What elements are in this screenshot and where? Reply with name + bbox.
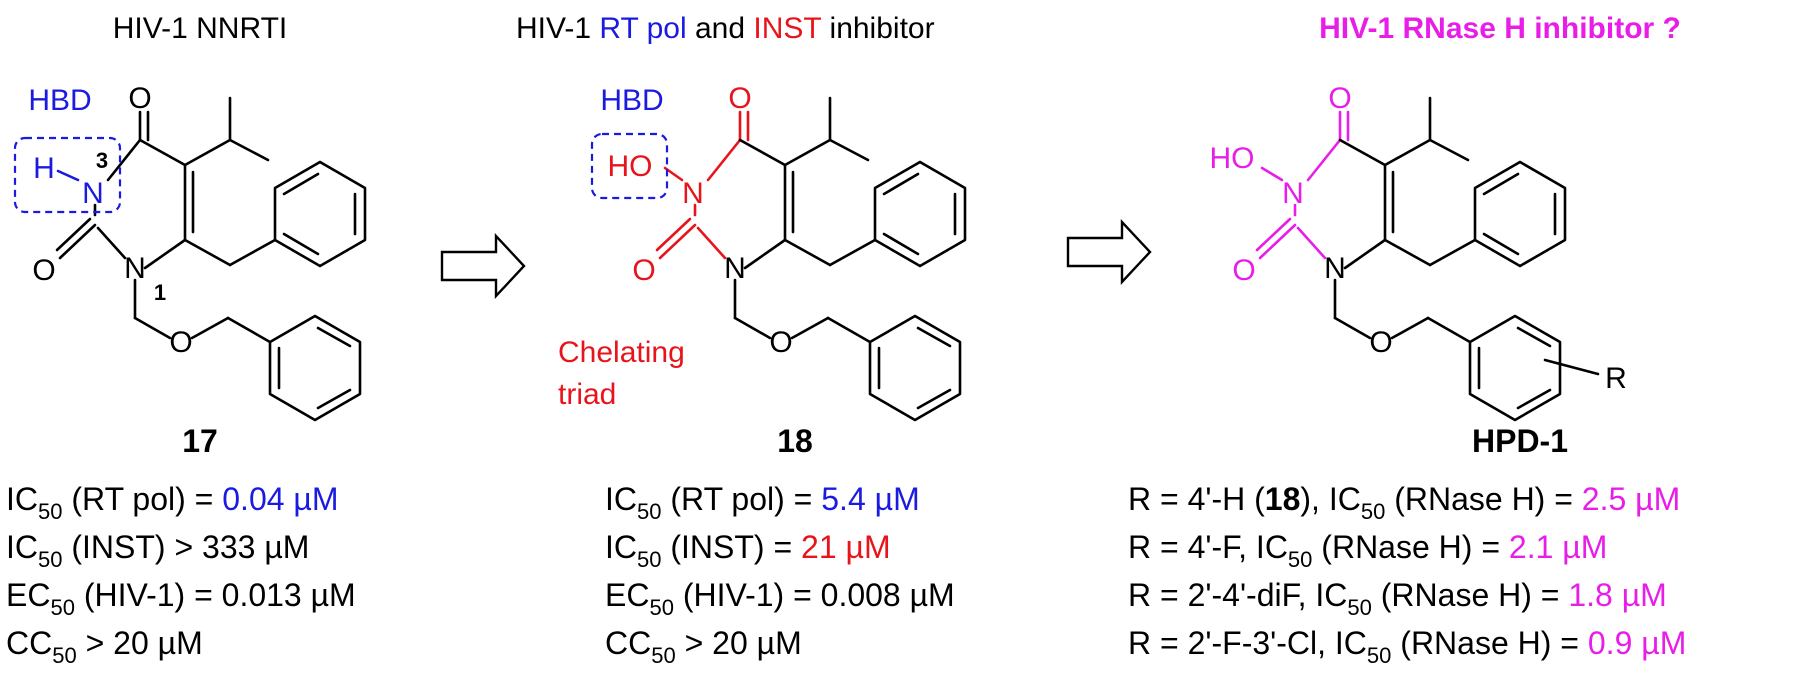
atom-o-ether: O	[769, 326, 792, 359]
benzyl-hpd1	[1383, 160, 1567, 268]
atom-n1: N	[724, 252, 746, 285]
compound-label-hpd1: HPD-1	[1472, 423, 1568, 459]
panel-title-rt-inst: HIV-1 RT pol and INST inhibitor	[516, 12, 935, 45]
arrow-right-icon	[1066, 218, 1152, 286]
atom-o-carbonyl-top: O	[728, 82, 751, 115]
benzyloxymethyl-18	[733, 278, 962, 422]
locant-1: 1	[154, 280, 166, 305]
atom-o-carbonyl-top: O	[128, 82, 151, 115]
atom-n1: N	[124, 252, 146, 285]
prop-hpd1-2f3cl: R = 2'-F-3'-Cl, IC50 (RNase H) = 0.9 µM	[1128, 625, 1686, 668]
hbd-label-18: HBD	[600, 84, 663, 117]
props-hpd1: R = 4'-H (18), IC50 (RNase H) = 2.5 µM R…	[1128, 481, 1686, 668]
prop-hpd1-4f: R = 4'-F, IC50 (RNase H) = 2.1 µM	[1128, 529, 1607, 572]
pyrimidine-ring-18	[655, 110, 795, 270]
hbd-label-17: HBD	[28, 84, 91, 117]
hbd-box-17	[13, 136, 122, 214]
atom-o-ether: O	[1369, 326, 1392, 359]
pyrimidine-ring-hpd1	[1255, 110, 1395, 270]
arrow-right-icon	[440, 232, 526, 300]
atom-o-ether: O	[169, 326, 192, 359]
atom-h: H	[33, 152, 55, 185]
atom-o-carbonyl-left: O	[32, 254, 55, 287]
prop-17-ic50-inst: IC50 (INST) > 333 µM	[6, 529, 309, 572]
benzyl-18	[783, 160, 967, 268]
panel-title-rnaseh: HIV-1 RNase H inhibitor ?	[1319, 12, 1681, 45]
atom-n3: N	[1282, 177, 1304, 210]
atom-ho: HO	[608, 150, 653, 183]
prop-17-cc50: CC50 > 20 µM	[6, 625, 203, 668]
compound-label-17: 17	[182, 423, 218, 459]
prop-hpd1-24dif: R = 2'-4'-diF, IC50 (RNase H) = 1.8 µM	[1128, 577, 1667, 620]
panel-17: HIV-1 NNRTI	[6, 12, 367, 668]
chelating-label: Chelating	[558, 336, 685, 369]
prop-18-ic50-inst: IC50 (INST) = 21 µM	[605, 529, 891, 572]
atom-r: R	[1605, 362, 1627, 395]
isopropyl-hpd1	[1383, 96, 1470, 167]
hbd-box-18	[590, 132, 669, 200]
panel-18: HIV-1 RT pol and INST inhibitor	[516, 12, 967, 668]
panel-title-nnrti: HIV-1 NNRTI	[113, 12, 287, 45]
atom-n3: N	[682, 177, 704, 210]
atom-o-carbonyl-left: O	[632, 254, 655, 287]
isopropyl-17	[183, 96, 270, 167]
compound-label-18: 18	[777, 423, 813, 459]
atom-o-carbonyl-top: O	[1328, 82, 1351, 115]
atom-n3: N	[82, 177, 104, 210]
prop-hpd1-4h: R = 4'-H (18), IC50 (RNase H) = 2.5 µM	[1128, 481, 1680, 524]
prop-18-cc50: CC50 > 20 µM	[605, 625, 802, 668]
prop-17-ec50: EC50 (HIV-1) = 0.013 µM	[6, 577, 356, 620]
triad-label: triad	[558, 378, 616, 411]
atom-n1: N	[1324, 252, 1346, 285]
isopropyl-18	[783, 96, 870, 167]
prop-18-ec50: EC50 (HIV-1) = 0.008 µM	[605, 577, 955, 620]
props-18: IC50 (RT pol) = 5.4 µM IC50 (INST) = 21 …	[605, 481, 955, 668]
benzyloxymethyl-hpd1	[1333, 278, 1600, 422]
panel-hpd1: HIV-1 RNase H inhibitor ?	[1128, 12, 1686, 668]
prop-18-ic50-rt: IC50 (RT pol) = 5.4 µM	[605, 481, 920, 524]
benzyloxymethyl-17	[133, 278, 362, 422]
props-17: IC50 (RT pol) = 0.04 µM IC50 (INST) > 33…	[6, 481, 356, 668]
locant-3: 3	[96, 148, 108, 173]
pyrimidine-ring-17	[55, 110, 195, 270]
benzyl-17	[183, 160, 367, 268]
atom-o-carbonyl-left: O	[1232, 254, 1255, 287]
atom-ho: HO	[1210, 142, 1255, 175]
nh-bond	[56, 169, 80, 182]
prop-17-ic50-rt: IC50 (RT pol) = 0.04 µM	[6, 481, 339, 524]
